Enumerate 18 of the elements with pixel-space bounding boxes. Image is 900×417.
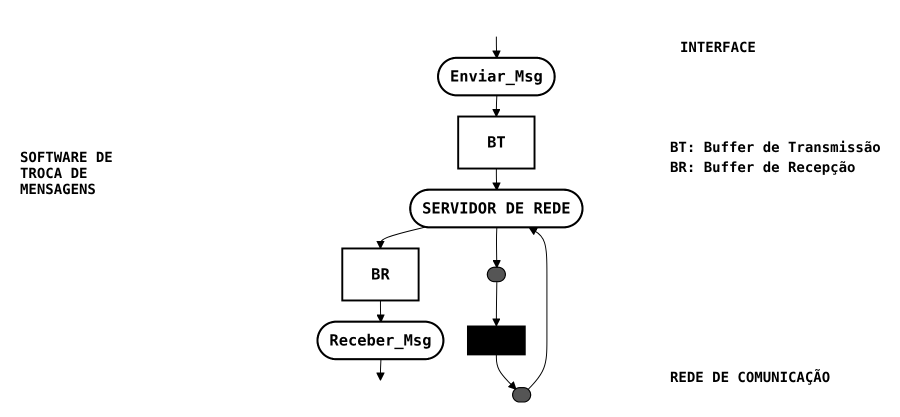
annotation-text: BT: Buffer de Transmissão: [670, 140, 882, 156]
arrow: [376, 300, 385, 323]
node-box: BT: [457, 116, 536, 170]
arrow: [492, 36, 501, 59]
annotation-text: SOFTWARE DE TROCA DE MENSAGENS: [20, 150, 114, 198]
node-box: BR: [341, 248, 420, 302]
annotation-text: BR: Buffer de Recepção: [670, 160, 856, 176]
arrow: [496, 354, 517, 390]
arrow: [376, 359, 385, 381]
annotation-text: INTERFACE: [680, 40, 757, 56]
arrow: [492, 282, 501, 326]
arrow: [492, 168, 501, 191]
annotation-text: REDE DE COMUNICAÇÃO: [670, 370, 832, 386]
arrow: [376, 226, 426, 249]
arrow: [528, 227, 548, 390]
arrow: [492, 227, 501, 268]
arrow: [492, 95, 501, 117]
node-bar: [466, 326, 526, 356]
